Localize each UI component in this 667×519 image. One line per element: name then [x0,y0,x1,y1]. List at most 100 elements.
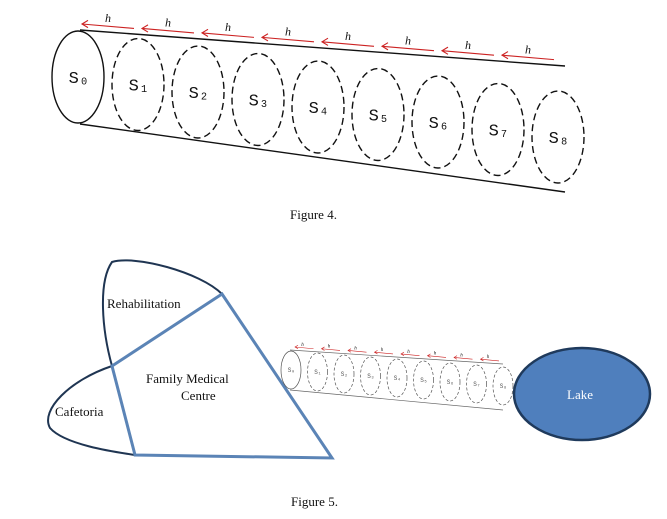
step-arrow-1 [141,27,195,34]
step-arrows: h h h h h h h h [80,11,555,61]
figure-4-caption: Figure 4. [290,207,337,222]
step-label-h-2: h [225,20,231,34]
step-arrow-2 [201,32,255,38]
step-label-h-5: h [405,33,411,47]
section-label-0: S₀ [69,70,89,89]
step-arrowhead-4 [400,351,405,357]
cafetoria-region-outline [47,365,136,456]
section-label-1: S₁ [129,77,149,96]
section-label-7: S₇ [473,381,480,388]
cross-section-8 [531,90,585,184]
cross-section-1 [111,37,165,132]
step-label-h-7: h [525,42,531,56]
step-arrow-4 [400,353,420,357]
figure-5: Rehabilitation Family Medical Centre Caf… [47,259,652,460]
step-arrow-6 [453,357,473,360]
step-arrow-5 [381,45,435,52]
section-label-8: S₈ [549,130,569,149]
step-arrowhead-5 [380,42,389,51]
section-label-1: S₁ [314,369,321,376]
cafetoria-label: Cafetoria [55,404,104,419]
step-arrowhead-3 [373,350,378,355]
step-arrowhead-1 [320,346,325,351]
step-label-h-6: h [465,38,471,52]
section-label-6: S₆ [447,379,454,386]
step-arrowhead-6 [453,355,458,360]
step-arrow-0 [294,346,314,350]
step-arrow-4 [321,41,375,47]
cross-section-4 [386,358,408,398]
section-label-5: S₅ [369,107,389,126]
section-label-2: S₂ [341,371,348,378]
cross-section-5 [413,360,434,400]
step-arrowhead-1 [140,24,149,33]
cross-section-7 [466,364,487,404]
step-arrowhead-7 [479,357,484,362]
family-medical-centre-outline [110,291,335,460]
cross-section-6 [439,362,461,402]
cross-section-5 [351,67,405,162]
step-arrowhead-4 [320,37,329,46]
cross-section-3 [231,52,285,147]
rehabilitation-label: Rehabilitation [107,296,181,311]
cross-section-2 [333,354,355,394]
tube-bottom-line [79,123,566,193]
step-arrowhead-2 [347,348,352,353]
section-label-3: S₃ [367,373,374,380]
step-label-h-1: h [165,16,171,30]
step-arrowhead-7 [500,51,509,60]
step-arrow-7 [480,358,500,362]
section-label-4: S₄ [394,375,401,382]
cross-section-0 [280,350,302,390]
cross-section-1 [307,352,328,392]
step-arrowhead-0 [294,344,299,350]
rehabilitation-region-outline [101,259,223,367]
cross-section-8 [492,366,514,406]
section-label-4: S₄ [309,100,329,119]
section-label-2: S₂ [189,85,209,104]
mini-tube-bottom-line [289,389,504,411]
step-label-h-5: h [434,352,437,357]
step-label-h-0: h [301,343,304,348]
section-label-6: S₆ [429,115,449,134]
step-arrow-6 [441,50,495,56]
step-arrow-1 [321,348,341,351]
family-medical-label-line1: Family Medical [146,371,229,386]
tube-top-line [79,29,566,67]
step-label-h-2: h [354,346,357,351]
lake-ellipse [512,346,652,442]
step-arrowhead-3 [260,33,269,42]
mini-tube-top-line [289,349,504,365]
step-arrow-2 [347,350,367,353]
step-label-h-4: h [407,350,410,355]
step-label-h-3: h [285,25,291,39]
step-arrow-5 [427,355,447,358]
step-arrowhead-2 [200,28,209,37]
section-label-0: S₀ [288,367,295,374]
step-arrow-7 [501,54,555,61]
cross-section-2 [171,45,225,139]
figure-5-caption: Figure 5. [291,494,338,509]
step-label-h-4: h [345,29,351,43]
section-label-3: S₃ [249,92,269,111]
step-arrow-0 [81,23,135,30]
step-arrowhead-0 [80,19,89,29]
step-label-h-7: h [487,355,490,360]
step-label-h-0: h [105,11,111,25]
lake-label: Lake [567,387,593,402]
step-arrowhead-5 [426,353,431,358]
cross-section-0 [51,30,105,124]
cross-section-4 [291,60,345,154]
step-label-h-6: h [460,353,463,358]
cross-section-6 [411,75,465,169]
cross-section-3 [360,356,381,396]
step-arrow-3 [374,351,394,355]
cross-section-7 [471,82,525,177]
family-medical-label-line2: Centre [181,388,216,403]
